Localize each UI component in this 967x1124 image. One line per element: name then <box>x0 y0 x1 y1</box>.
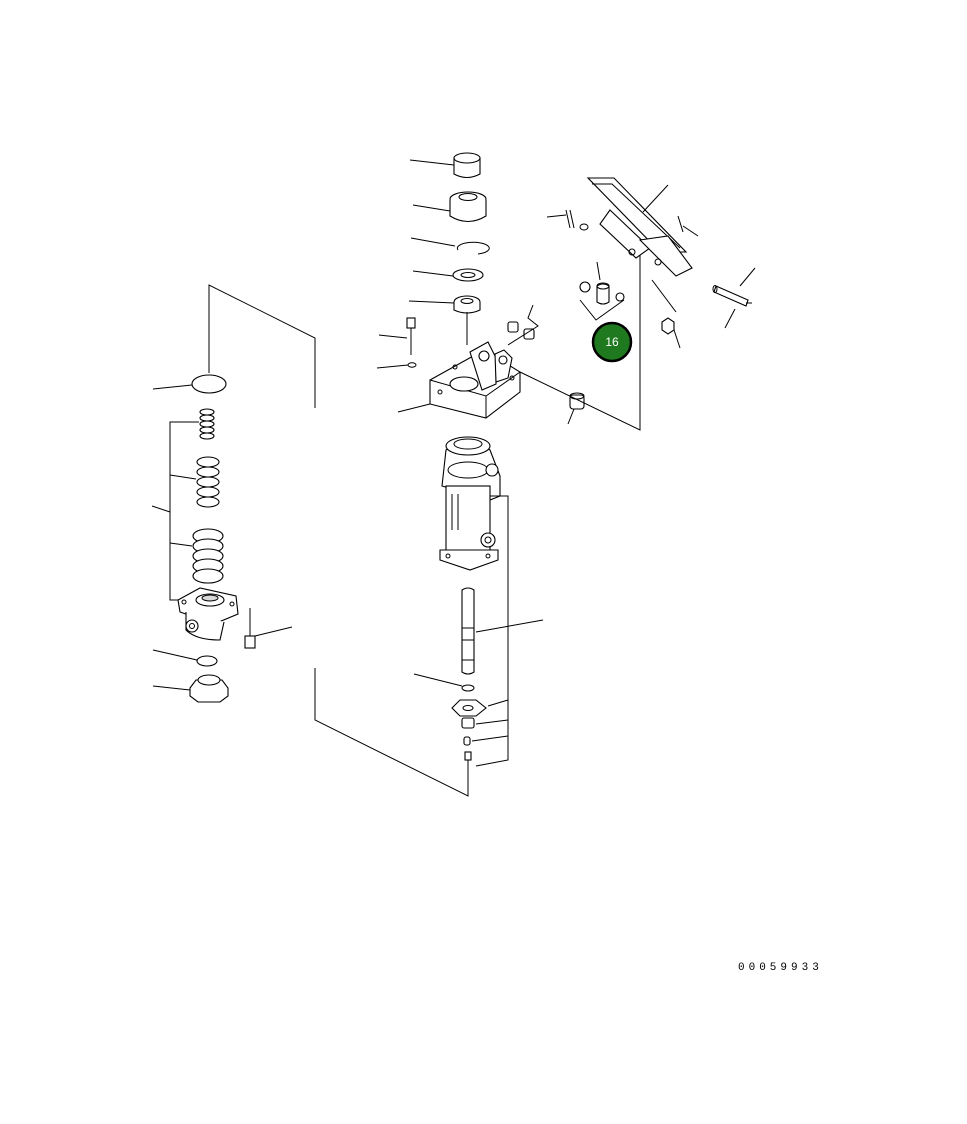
large-o-ring <box>152 374 227 394</box>
leader-spring-mid <box>169 474 197 480</box>
leader-spring-group <box>151 505 171 513</box>
leader-lower-group <box>314 668 469 797</box>
callout-label: 16 <box>605 335 619 349</box>
bracket-bushings <box>507 304 539 346</box>
leader-bracket-pedal <box>519 250 641 431</box>
brake-pedal <box>586 177 693 277</box>
small-spring <box>199 408 215 440</box>
pedal-rollers <box>579 261 625 321</box>
rubber-boot <box>412 191 487 223</box>
lock-washer <box>376 362 417 369</box>
housing-bolt <box>244 608 293 649</box>
leader-spring-large <box>169 542 193 547</box>
adjust-nut <box>461 717 509 729</box>
valve-body <box>439 436 501 571</box>
catalog-number: 00059933 <box>738 962 823 974</box>
medium-spring <box>196 456 220 508</box>
leader-valve-body <box>475 495 509 767</box>
small-pin-lower <box>463 735 509 746</box>
leader-inner-valve-group <box>208 284 316 408</box>
large-spring <box>192 528 224 584</box>
pivot-bushing <box>567 392 585 425</box>
small-pin <box>677 215 699 237</box>
valve-housing <box>177 587 239 641</box>
pedal-shaft <box>712 267 756 329</box>
plunger-rod <box>461 587 544 675</box>
snap-ring <box>410 237 490 255</box>
lower-o-ring <box>152 649 218 667</box>
dust-cap <box>409 152 481 179</box>
pedal-nut <box>651 279 681 349</box>
lock-nut <box>152 674 229 703</box>
seal-bushing <box>408 295 481 345</box>
mounting-bolt <box>378 317 416 355</box>
flat-washer <box>412 268 484 282</box>
small-o-ring <box>413 673 475 692</box>
star-washer <box>451 699 509 717</box>
pedal-washer <box>579 223 589 231</box>
long-screw <box>464 751 472 780</box>
callout-badge[interactable]: 16 <box>591 321 633 363</box>
cotter-pin <box>546 209 575 229</box>
pedal-bracket <box>397 341 521 419</box>
